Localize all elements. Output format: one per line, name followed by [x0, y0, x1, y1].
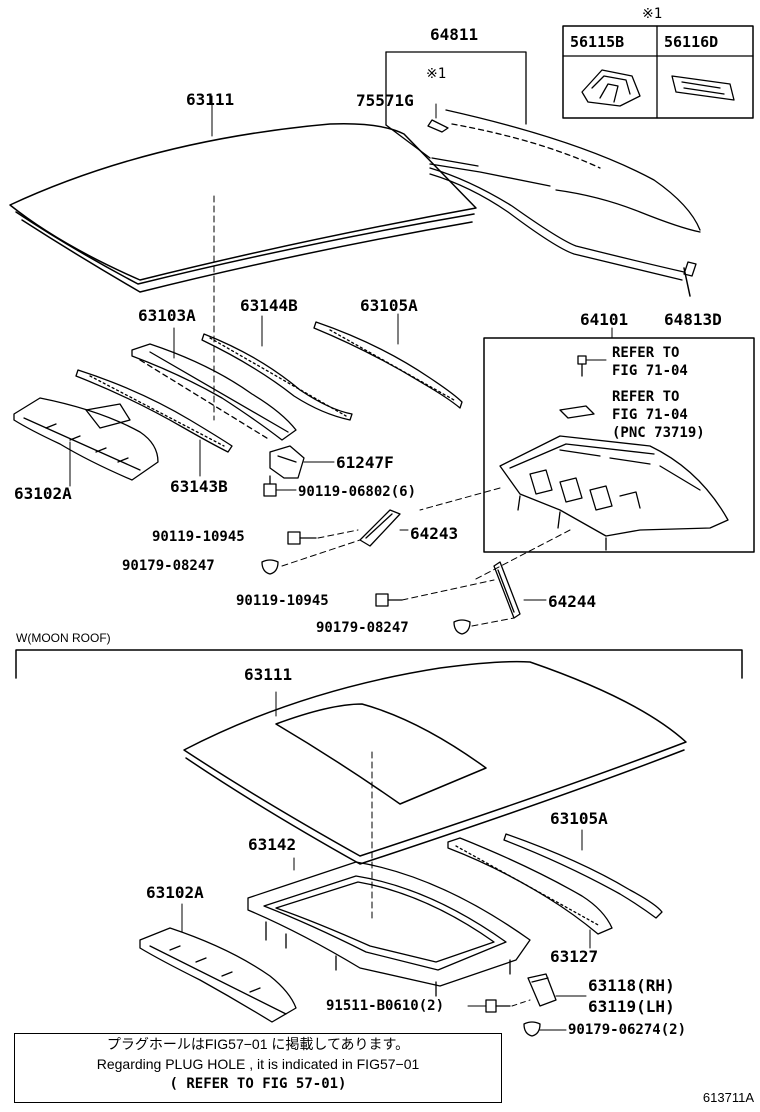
- part-61247F-label: 61247F: [336, 453, 394, 472]
- part-56116D-label: 56116D: [664, 33, 719, 51]
- clip-56116D-icon: [671, 75, 735, 101]
- part-63143B-label: 63143B: [170, 477, 228, 496]
- bracket-64244: [493, 561, 547, 619]
- part-64101-label: 64101: [580, 310, 629, 329]
- part-63127-label: 63127: [550, 947, 599, 966]
- part-64813D-label: 64813D: [664, 310, 722, 329]
- part-63102A-label-top: 63102A: [14, 484, 72, 503]
- part-63111-label-moonroof: 63111: [244, 665, 293, 684]
- part-90179-08247-label-b: 90179-08247: [316, 620, 409, 636]
- roof-bow-63127: [447, 837, 613, 949]
- roof-bow-63143B: [75, 369, 233, 477]
- refer-note-2-line1: REFER TO: [612, 389, 680, 405]
- part-63119-label: 63119(LH): [588, 997, 675, 1016]
- illustration-code: 613711A: [702, 1090, 754, 1105]
- moon-roof-section-frame: [15, 649, 743, 679]
- part-90119-06802-label: 90119-06802(6): [298, 484, 417, 500]
- roof-header-63102A-moonroof: [139, 903, 297, 1023]
- refer-note-2-line2: FIG 71-04: [612, 407, 688, 423]
- roof-panel-63111-moonroof: [183, 660, 687, 923]
- moon-roof-section-label: W(MOON ROOF): [16, 631, 111, 645]
- roof-bow-63105A-moonroof: [503, 829, 663, 919]
- part-90179-08247-label-a: 90179-08247: [122, 558, 215, 574]
- part-63103A-label: 63103A: [138, 306, 196, 325]
- part-91511-B0610-label: 91511-B0610(2): [326, 998, 445, 1014]
- roof-header-63102A-top: [13, 397, 159, 487]
- roof-bow-63105A-top: [313, 313, 463, 409]
- ref-mark-75571G: ※1: [426, 66, 447, 82]
- part-64811-label: 64811: [430, 25, 479, 44]
- part-63142-label: 63142: [248, 835, 297, 854]
- bolt-90119-06802: [263, 475, 297, 497]
- bracket-61247F: [269, 445, 335, 479]
- windshield-moulding-parts: [427, 103, 701, 297]
- sunroof-frame-63142: [247, 857, 531, 997]
- ref-mark-top: ※1: [642, 6, 663, 22]
- refer-note-1-line2: FIG 71-04: [612, 363, 688, 379]
- part-90119-10945-label-a: 90119-10945: [152, 529, 245, 545]
- part-63111-label-top: 63111: [186, 90, 235, 109]
- note-line-refer: ( REFER TO FIG 57-01): [169, 1076, 347, 1092]
- bracket-64243: [359, 509, 409, 547]
- roof-bow-63144B: [201, 315, 353, 421]
- package-tray-64101-box: [419, 327, 755, 581]
- plug-hole-note-box: プラグホールはFIG57−01 に掲載してあります。 Regarding PLU…: [14, 1033, 502, 1103]
- refer-note-1-line1: REFER TO: [612, 345, 680, 361]
- part-90119-10945-label-b: 90119-10945: [236, 593, 329, 609]
- part-75571G-label: 75571G: [356, 91, 414, 110]
- part-63105A-label-top: 63105A: [360, 296, 418, 315]
- part-56115B-label: 56115B: [570, 33, 625, 51]
- note-line-english: Regarding PLUG HOLE , it is indicated in…: [96, 1056, 420, 1072]
- roof-bow-63103A: [131, 327, 297, 441]
- fasteners-moonroof: [467, 999, 567, 1037]
- part-90179-06274-label: 90179-06274(2): [568, 1022, 687, 1038]
- reference-table: [562, 25, 754, 119]
- refer-note-2-line3: (PNC 73719): [612, 425, 705, 441]
- part-64244-label: 64244: [548, 592, 597, 611]
- part-63102A-label-moonroof: 63102A: [146, 883, 204, 902]
- bracket-63118-63119: [527, 973, 587, 1007]
- part-63144B-label: 63144B: [240, 296, 298, 315]
- clip-56115B-icon: [581, 69, 641, 107]
- roof-panel-63111-top: [9, 95, 477, 421]
- note-line-japanese: プラグホールはFIG57−01 に掲載してあります。: [106, 1036, 410, 1052]
- part-63118-label: 63118(RH): [588, 976, 675, 995]
- part-63105A-label-moonroof: 63105A: [550, 809, 608, 828]
- part-64243-label: 64243: [410, 524, 459, 543]
- fasteners-top: [261, 529, 515, 635]
